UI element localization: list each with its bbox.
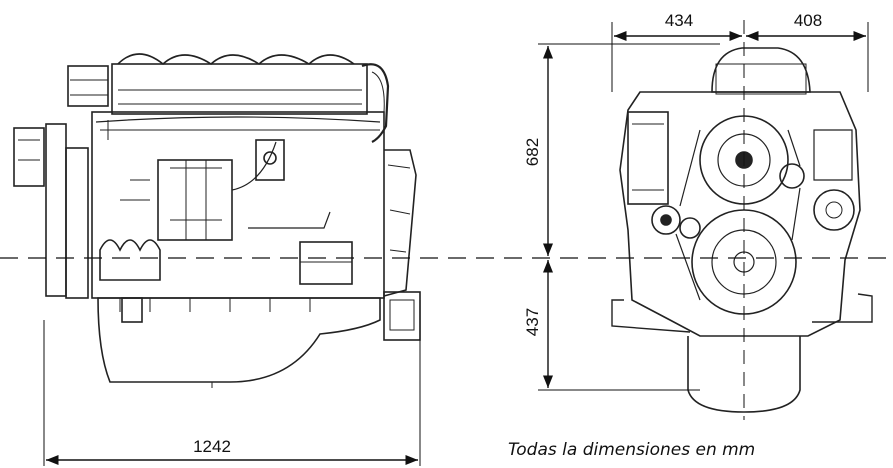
engine-side-view xyxy=(13,53,421,388)
dimension-height-upper-label: 682 xyxy=(523,138,542,166)
dimension-lines xyxy=(0,20,893,466)
engine-front-view xyxy=(611,47,873,413)
units-note: Todas la dimensiones en mm xyxy=(508,440,756,460)
dimension-width-left-label: 434 xyxy=(665,11,693,30)
dimension-length-label: 1242 xyxy=(193,437,231,456)
dimension-width-right-label: 408 xyxy=(794,11,822,30)
dimension-height-lower-label: 437 xyxy=(523,308,542,336)
